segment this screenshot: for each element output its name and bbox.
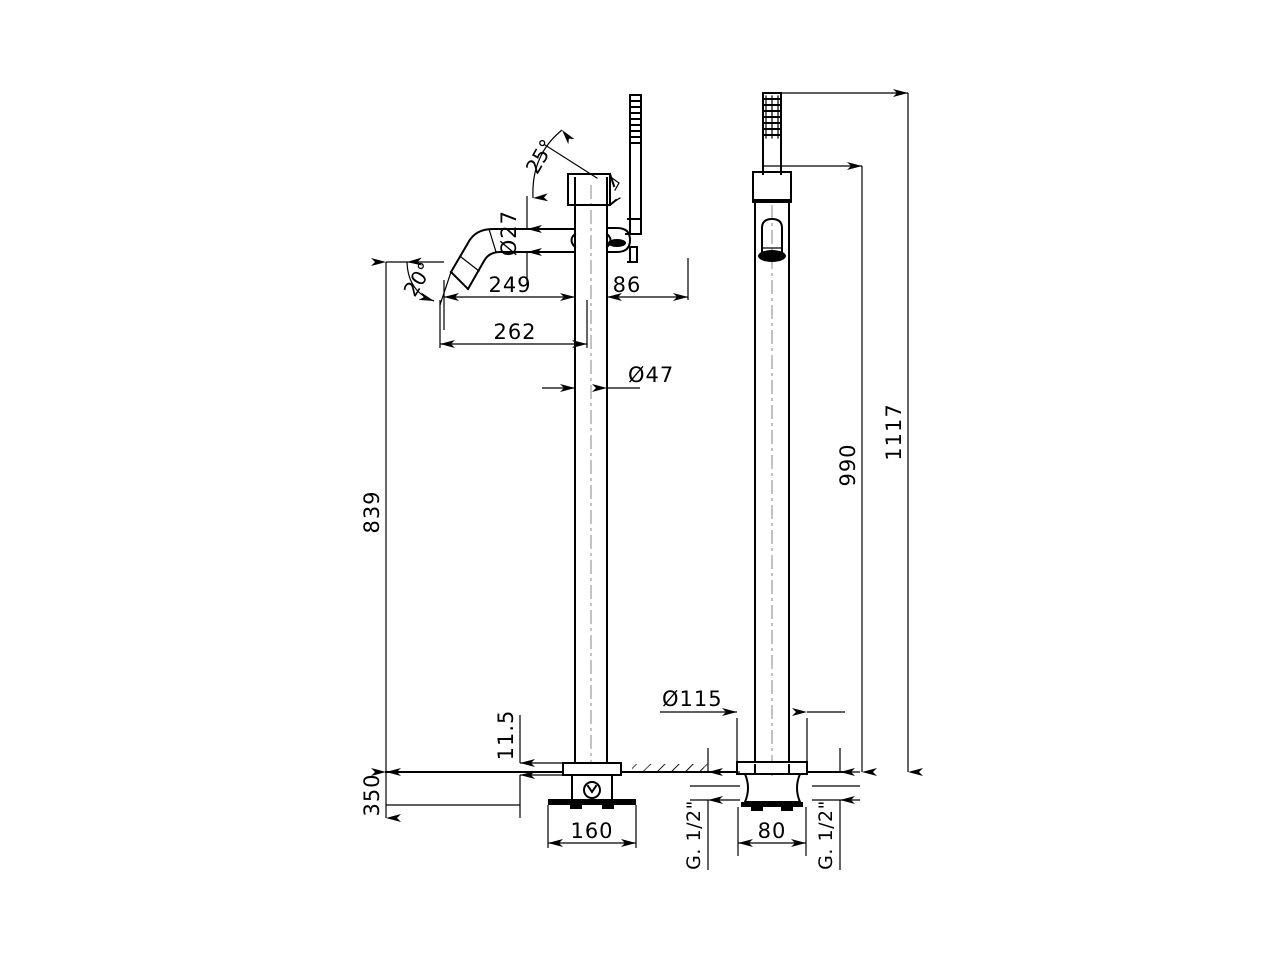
view-side-elevation — [385, 94, 704, 809]
label-1117: 1117 — [882, 403, 906, 460]
dim-column-height: 350 — [360, 768, 520, 822]
dim-spout-diameter: Ø27 — [497, 196, 542, 285]
label-dia27: Ø27 — [497, 210, 521, 256]
handshower-wand-front — [762, 92, 782, 175]
label-angle20: 20° — [398, 258, 437, 301]
base-assembly-right — [736, 761, 808, 811]
dim-inlet-thread-left: G. 1/2" — [683, 748, 740, 870]
handshower-grip-knurl — [630, 100, 641, 144]
dim-inlet-thread-right: G. 1/2" — [812, 748, 860, 870]
spout-arm — [449, 228, 576, 291]
label-249: 249 — [488, 273, 531, 297]
base-assembly-left — [548, 762, 636, 809]
label-160: 160 — [570, 819, 613, 843]
dim-plate-thickness: 11.5 — [494, 710, 566, 818]
dim-column-diameter: Ø47 — [542, 363, 674, 392]
label-262: 262 — [493, 320, 536, 344]
dim-reach-row: 249 86 — [443, 258, 689, 330]
label-990: 990 — [836, 443, 860, 486]
label-839: 839 — [360, 490, 384, 533]
label-thread-left: G. 1/2" — [683, 800, 705, 870]
dim-base-diameter: Ø115 — [660, 687, 845, 762]
label-dia115: Ø115 — [662, 687, 723, 711]
handshower-grip-knurl-front — [764, 95, 780, 139]
column-body — [574, 177, 608, 775]
label-dia47: Ø47 — [628, 363, 674, 387]
view-front-elevation — [649, 92, 846, 811]
dim-inlet-spacing: 80 — [737, 807, 807, 856]
column-body-front — [754, 199, 790, 780]
label-angle25: 25° — [521, 135, 560, 178]
mixer-handle-front — [752, 171, 792, 203]
dim-handshower-top-height: 1117 — [763, 89, 923, 776]
label-80: 80 — [758, 819, 787, 843]
handshower-wand — [629, 94, 642, 233]
dim-spout-tip-angle: 20° — [398, 257, 452, 306]
cartridge-detail — [758, 217, 786, 262]
dim-base-plate-width: 160 — [547, 805, 637, 848]
dim-handle-angle: 25° — [521, 129, 598, 202]
dim-spout-height: 839 — [360, 258, 444, 776]
label-350: 350 — [360, 773, 384, 816]
dim-total-reach: 262 — [439, 300, 588, 348]
label-thread-right: G. 1/2" — [815, 800, 837, 870]
handshower-holder — [606, 218, 642, 263]
label-11-5: 11.5 — [494, 710, 518, 761]
label-86: 86 — [613, 273, 642, 297]
dim-spout-top-height: 990 — [763, 162, 877, 776]
